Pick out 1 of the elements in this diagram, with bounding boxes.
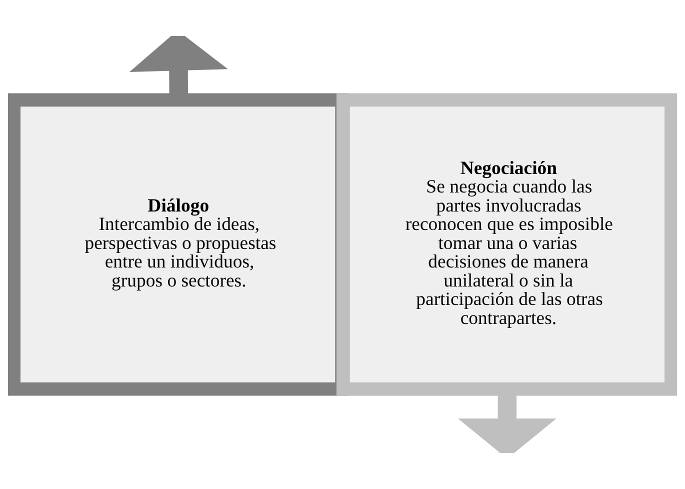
- node-box: Negociación Se negocia cuando las partes involucradas reconocen que es imposible tomar una o varias decisiones de manera unilateral o sin la participación de las otras contrapartes.: [336, 93, 677, 396]
